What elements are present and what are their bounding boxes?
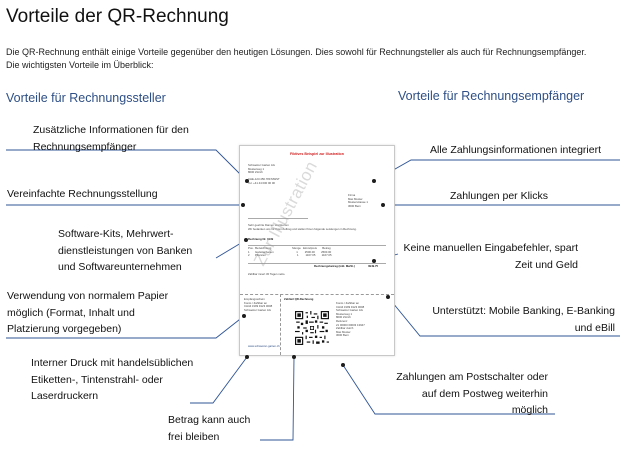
document-footer: www.schweizer-garten.ch — [248, 344, 280, 348]
receipt-text: Empfangsschein Konto / Zahlbar an CH44 3… — [244, 297, 273, 312]
recipient-address: Firma Max Muster Musterstrasse 1 3000 Be… — [348, 193, 368, 208]
intro-text: Die QR-Rechnung enthält einige Vorteile … — [6, 46, 626, 71]
connector-dot — [372, 179, 376, 183]
intro-line-2: Die wichtigsten Vorteile im Überblick: — [6, 59, 154, 70]
perforation-horizontal — [240, 294, 394, 295]
benefit-right-payment-info: Alle Zahlungsinformationen integriert — [429, 144, 601, 156]
connector-dot — [244, 238, 248, 242]
payment-part-details: Konto / Zahlbar an CH44 3199 9123 0008 S… — [336, 301, 365, 338]
benefit-right-click-payments: Zahlungen per Klicks — [449, 190, 548, 202]
connector-dot — [386, 295, 390, 299]
connector-dot — [292, 355, 296, 359]
perforation-vertical — [280, 294, 281, 355]
benefit-right-mobile-banking: Unterstützt: Mobile Banking, E-Banking u… — [432, 305, 615, 334]
benefit-left-amount-optional: Betrag kann auch frei bleiben — [168, 414, 251, 443]
connector-dot — [341, 363, 345, 367]
sender-address: Schweizer Garten AG Musterweg 1 8000 Zür… — [248, 163, 280, 185]
connector-dot — [245, 355, 249, 359]
document-header: Fiktives Beispiel zur Illustration — [290, 152, 344, 156]
connector-dot — [241, 203, 245, 207]
document-rule-1 — [248, 218, 308, 219]
connector-left-5 — [190, 356, 248, 404]
connector-dot — [381, 203, 385, 207]
connector-right-5 — [342, 364, 555, 415]
receipt-title: Zahlteil QR-Rechnung — [284, 297, 314, 301]
benefit-left-normal-paper: Verwendung von normalem Papier möglich (… — [7, 290, 169, 335]
summary-amount: 3949.75 — [368, 264, 379, 268]
connector-dot — [245, 179, 249, 183]
payment-terms: Zahlbar innert 30 Tagen netto. — [248, 272, 286, 276]
page-title: Vorteile der QR-Rechnung — [6, 6, 229, 27]
connector-right-4 — [387, 296, 620, 337]
invoice-title: Rechnung Nr. 3139 — [248, 237, 274, 241]
benefit-left-software-kits: Software-Kits, Mehrwert- dienstleistunge… — [58, 228, 193, 273]
connector-dot — [242, 314, 246, 318]
heading-recipient: Vorteile für Rechnungsempfänger — [398, 89, 585, 103]
document-rule-2 — [248, 245, 386, 246]
benefit-right-post-office: Zahlungen am Postschalter oder auf dem P… — [396, 371, 548, 416]
invoice-table: Pos. Bezeichnung Menge Einzelpreis Betra… — [248, 246, 332, 258]
connector-left-6 — [260, 356, 295, 441]
document-rule-3 — [248, 263, 386, 264]
connector-left-4 — [6, 315, 245, 339]
benefit-left-internal-printing: Interner Druck mit handelsüblichen Etike… — [31, 357, 194, 402]
heading-sender: Vorteile für Rechnungssteller — [6, 91, 166, 105]
benefit-right-no-input-errors: Keine manuellen Eingabefehler, spart Zei… — [403, 242, 578, 271]
document-text: Sehr geehrte Damen und Herren Wir bedank… — [248, 223, 357, 231]
intro-line-1: Die QR-Rechnung enthält einige Vorteile … — [6, 47, 587, 57]
connector-left-1 — [6, 149, 248, 182]
connector-dot — [372, 259, 376, 263]
benefit-left-simplified-invoicing: Vereinfachte Rechnungsstellung — [7, 188, 158, 200]
qr-invoice-illustration: Fiktives Beispiel zur Illustration Schwe… — [239, 145, 395, 356]
summary-label: Rechnungsbetrag (inkl. MwSt.) — [314, 264, 355, 268]
qr-code — [295, 311, 329, 345]
benefit-left-additional-info: Zusätzliche Informationen für den Rechnu… — [33, 124, 189, 153]
